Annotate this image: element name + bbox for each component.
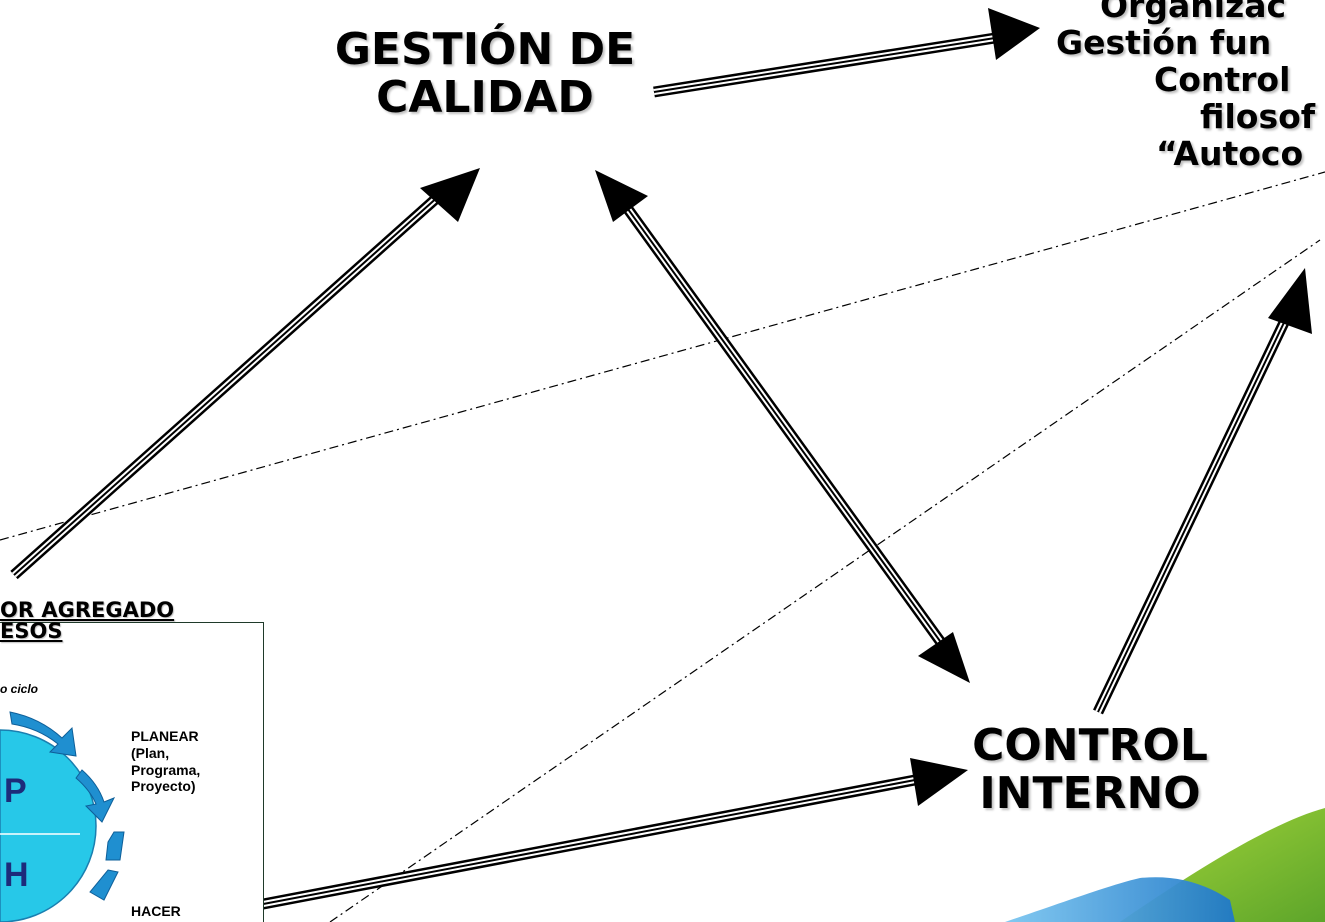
node-control-interno: CONTROL INTERNO: [930, 722, 1250, 817]
inset-heading-line-1: OR AGREGADO: [0, 598, 175, 622]
arrow-gestion-control-bidirectional: [595, 170, 970, 683]
node-control-line-1: CONTROL: [972, 720, 1208, 771]
node-org-line-4: filosof: [1200, 96, 1316, 136]
arrow-gestion-to-org: [653, 8, 1040, 98]
inset-hacer-label: HACER: [131, 903, 181, 919]
dashdot-line-1: [0, 171, 1325, 541]
node-org-line-3: Control: [1154, 59, 1291, 99]
planear-line-3: Programa,: [131, 761, 201, 778]
node-org-line-2: Gestión fun: [1056, 22, 1272, 62]
inset-caption: o ciclo: [0, 682, 39, 696]
dashdot-line-2: [329, 239, 1321, 922]
node-gestion-line-1: GESTIÓN DE: [334, 24, 636, 75]
pdca-letter-p: P: [4, 772, 27, 810]
inset-heading: OR AGREGADO ESOS: [0, 600, 174, 642]
node-gestion-calidad: GESTIÓN DE CALIDAD: [300, 26, 670, 121]
node-control-line-2: INTERNO: [979, 767, 1201, 819]
planear-line-1: PLANEAR: [131, 728, 199, 744]
arrow-left-to-gestion: [10, 168, 480, 580]
pdca-letter-h: H: [4, 856, 29, 894]
node-org-line-1: Organizac: [1100, 0, 1287, 25]
node-org-line-5: “Autoco: [1156, 133, 1304, 173]
arrow-inset-to-control: [256, 758, 968, 911]
node-organizacion: Organizac Gestión fun Control filosof “A…: [1040, 0, 1325, 173]
arrow-control-to-org: [1093, 268, 1312, 715]
planear-line-4: Proyecto): [131, 778, 196, 795]
planear-line-2: (Plan,: [131, 744, 170, 761]
node-gestion-line-2: CALIDAD: [376, 71, 594, 123]
inset-heading-line-2: ESOS: [0, 619, 63, 643]
inset-planear-label: PLANEAR (Plan, Programa, Proyecto): [131, 728, 200, 795]
pdca-cycle: [0, 711, 125, 922]
